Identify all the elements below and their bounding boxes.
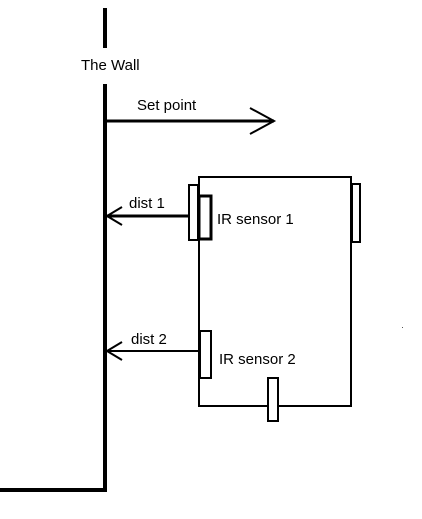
ir-sensor-1-label: IR sensor 1 (217, 211, 294, 228)
dist1-arrow (105, 206, 197, 226)
setpoint-arrow-head (249, 107, 277, 135)
dist2-label: dist 2 (131, 331, 167, 348)
wall-label: The Wall (81, 57, 140, 74)
wall (0, 8, 107, 492)
ir-sensor-2-housing (199, 330, 212, 379)
setpoint-label: Set point (137, 97, 197, 114)
dist1-label: dist 1 (129, 195, 165, 212)
ir-sensor-1-outer (188, 184, 199, 241)
setpoint-arrow (105, 107, 277, 135)
dist2-arrow (105, 341, 200, 361)
ir-sensor-2-label: IR sensor 2 (219, 351, 296, 368)
ir-sensor-1-inner (197, 194, 213, 241)
stray-dot (402, 327, 403, 328)
ir-sensor-1 (188, 184, 213, 241)
ir-sensor-2 (199, 330, 212, 379)
right-side-component (351, 183, 361, 243)
bottom-rear-component (267, 377, 279, 422)
dist2-arrow-head (105, 341, 123, 361)
dist1-arrow-head (105, 206, 123, 226)
